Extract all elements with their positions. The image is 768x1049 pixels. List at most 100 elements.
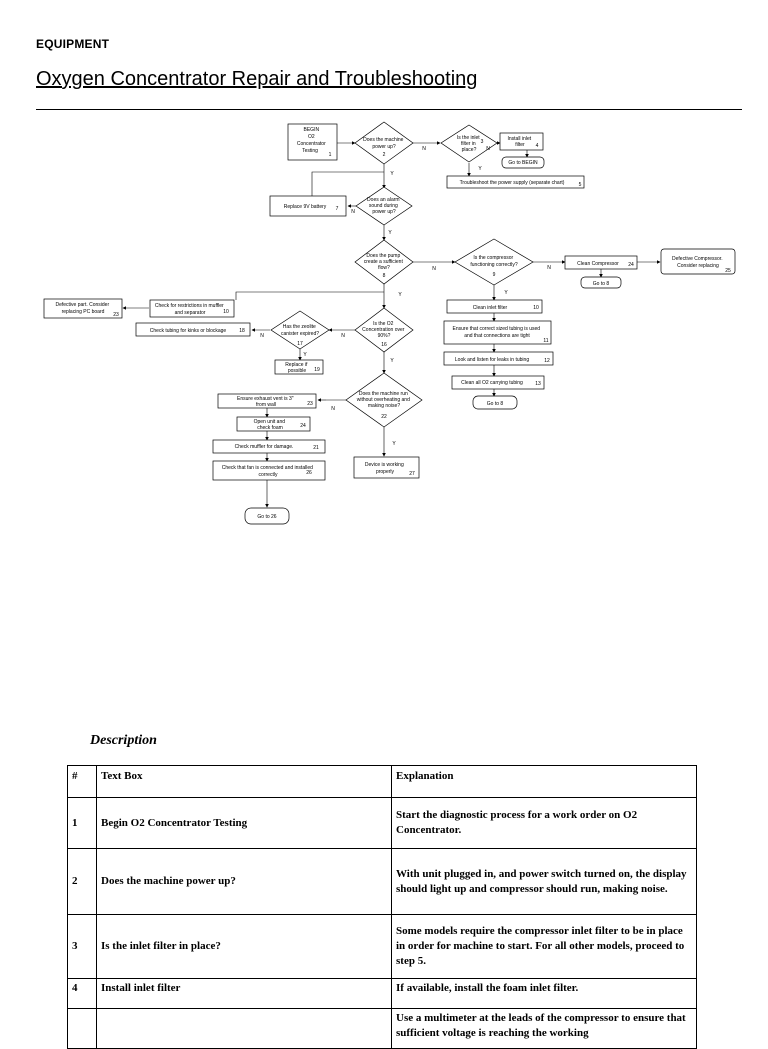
label-no: N <box>331 406 335 412</box>
concentration-question: Is the O2 Concentration over 90%? <box>362 321 406 339</box>
node-overheating-decision <box>345 372 423 428</box>
node-power-decision <box>354 121 414 165</box>
row-number: 1 <box>67 797 97 849</box>
begin-number: 1 <box>329 152 332 158</box>
alarm-question: Does an alarm sound during power up? <box>367 197 401 215</box>
flow-question-number: 8 <box>383 273 386 279</box>
table-row: 2 Does the machine power up? With unit p… <box>67 848 697 915</box>
label-no: N <box>486 146 490 152</box>
label-no: N <box>432 266 436 272</box>
replace-possible-label: Replace if possible <box>285 362 309 374</box>
label-yes: Y <box>303 352 307 358</box>
node-check-muffler <box>212 439 326 454</box>
label-no: N <box>260 333 264 339</box>
table-row: 3 Is the inlet filter in place? Some mod… <box>67 914 697 979</box>
row-text-box <box>96 1008 392 1049</box>
table-row: Use a multimeter at the leads of the com… <box>67 1008 697 1049</box>
node-install-inlet <box>499 132 544 151</box>
label-no: N <box>341 333 345 339</box>
goto-8b-label: Go to 8 <box>487 401 504 407</box>
row-explanation: Start the diagnostic process for a work … <box>391 797 697 849</box>
power-question-number: 2 <box>383 152 386 158</box>
replace-battery-label: Replace 9V battery <box>284 204 327 210</box>
ensure-tubing-number: 11 <box>543 338 548 344</box>
sieve-question: Has the zeolite canister expired? <box>281 324 319 337</box>
check-muffler-number: 21 <box>313 445 319 451</box>
description-heading: Description <box>90 733 157 748</box>
row-explanation: Some models require the compressor inlet… <box>391 914 697 979</box>
node-replace-battery <box>269 195 347 217</box>
node-goto-8b <box>472 395 518 410</box>
label-no: N <box>351 209 355 215</box>
check-fan-label: Check that fan is connected and installe… <box>222 465 315 478</box>
sieve-question-number: 17 <box>297 341 303 347</box>
clean-compressor-label: Clean Compressor <box>577 261 619 267</box>
row-text-box: Begin O2 Concentrator Testing <box>96 797 392 849</box>
leak-listen-label: Look and listen for leaks in tubing <box>455 357 529 363</box>
node-ensure-exhaust <box>217 393 317 409</box>
node-device-ok <box>353 456 420 479</box>
begin-label: BEGIN O2 Concentrator Testing <box>297 127 327 154</box>
description-table: # Text Box Explanation 1 Begin O2 Concen… <box>67 765 697 1049</box>
troubleshoot-power-label: Troubleshoot the power supply (separate … <box>460 180 565 186</box>
label-yes: Y <box>388 230 392 236</box>
compressor-question: Is the compressor functioning correctly? <box>470 255 517 268</box>
clean-compressor-number: 24 <box>628 262 634 268</box>
inlet-question: Is the inlet filter in place? <box>457 135 481 153</box>
label-no: N <box>547 265 551 271</box>
node-goto-8 <box>580 276 622 289</box>
ensure-tubing-label: Ensure that correct sized tubing is used… <box>453 326 542 339</box>
node-leak-listen <box>443 351 554 366</box>
node-troubleshoot-power <box>446 175 585 189</box>
check-restrictions-label: Check for restrictions in muffler and se… <box>155 303 225 316</box>
label-yes: Y <box>504 290 508 296</box>
node-check-restrictions <box>149 299 235 318</box>
clean-inlet-number: 10 <box>533 305 539 311</box>
label-yes: Y <box>478 166 482 172</box>
concentration-question-number: 16 <box>381 342 387 348</box>
check-muffler-label: Check muffler for damage. <box>235 444 294 450</box>
label-no: N <box>422 146 426 152</box>
troubleshoot-power-number: 5 <box>579 182 582 188</box>
defective-compressor-label: Defective Compressor. Consider replacing <box>672 256 724 269</box>
defective-pc-number: 23 <box>113 312 119 318</box>
check-tubing-label: Check tubing for kinks or blockage <box>150 328 227 334</box>
node-goto-26 <box>244 507 290 525</box>
device-ok-number: 27 <box>409 471 415 477</box>
node-check-fan <box>212 460 326 481</box>
node-compressor-decision <box>454 238 534 286</box>
open-unit-number: 24 <box>300 423 306 429</box>
node-clean-o2-tubing <box>451 375 545 390</box>
overheating-question-number: 22 <box>381 414 387 420</box>
leak-listen-number: 12 <box>544 358 550 364</box>
inlet-question-number: 3 <box>481 139 484 145</box>
ensure-exhaust-label: Ensure exhaust vent is 3" from wall <box>237 396 295 408</box>
node-clean-inlet <box>446 299 543 314</box>
check-restrictions-number: 10 <box>223 309 229 315</box>
defective-pc-label: Defective part. Consider replacing PC bo… <box>55 302 110 315</box>
check-fan-number: 26 <box>306 470 312 476</box>
node-goto-begin <box>501 156 545 169</box>
compressor-question-number: 9 <box>493 272 496 278</box>
row-explanation: With unit plugged in, and power switch t… <box>391 848 697 915</box>
row-number: 4 <box>67 978 97 1009</box>
goto-26-label: Go to 26 <box>257 514 276 520</box>
defective-compressor-number: 25 <box>725 268 731 274</box>
row-number: 2 <box>67 848 97 915</box>
label-yes: Y <box>390 171 394 177</box>
title-rule <box>36 109 742 110</box>
install-inlet-number: 4 <box>536 143 539 149</box>
node-inlet-decision <box>440 124 498 163</box>
node-begin <box>287 123 338 161</box>
node-clean-compressor <box>564 255 638 270</box>
power-question: Does the machine power up? <box>363 137 405 150</box>
check-tubing-number: 18 <box>239 328 245 334</box>
row-number <box>67 1008 97 1049</box>
goto-8-label: Go to 8 <box>593 281 610 287</box>
label-yes: Y <box>390 358 394 364</box>
replace-possible-number: 19 <box>314 367 320 373</box>
node-alarm-decision <box>355 186 413 226</box>
ensure-exhaust-number: 23 <box>307 401 313 407</box>
clean-o2-tubing-number: 13 <box>535 381 541 387</box>
clean-o2-tubing-label: Clean all O2 carrying tubing <box>461 380 523 386</box>
